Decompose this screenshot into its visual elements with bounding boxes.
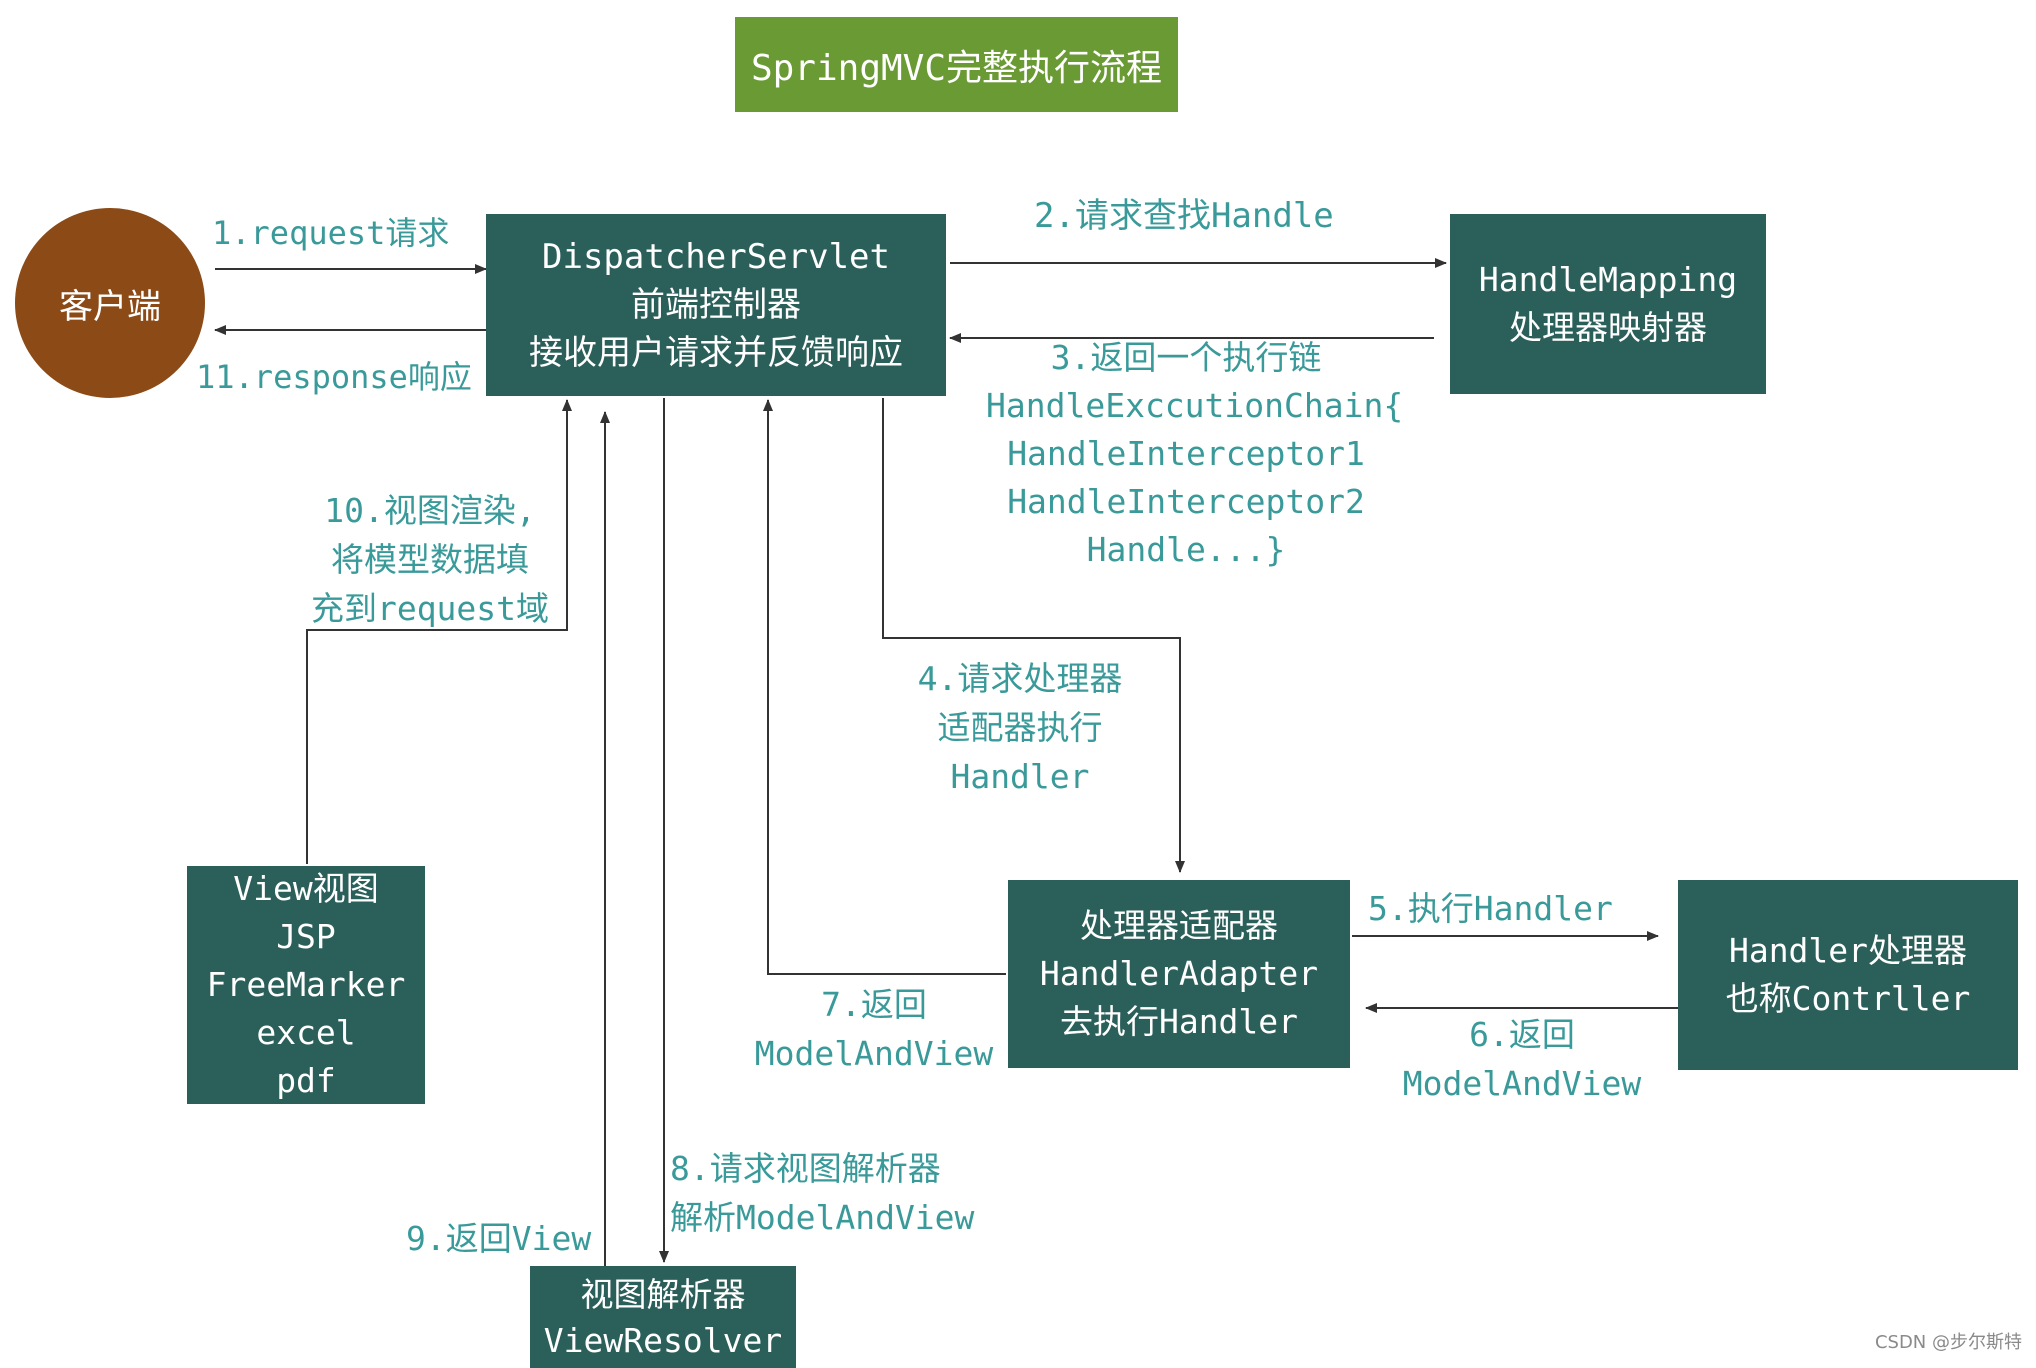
step-2-label: 2.请求查找Handle: [1034, 196, 1334, 236]
view-line-1: View视图: [233, 869, 379, 908]
step-6-line-1: 6.返回: [1469, 1015, 1575, 1054]
handler-adapter-line-3: 去执行Handler: [1059, 1002, 1299, 1041]
step-10-line-1: 10.视图渲染,: [324, 491, 536, 530]
step-10-line-2: 将模型数据填: [331, 540, 529, 579]
step-7-line-2: ModelAndView: [754, 1034, 994, 1073]
handler-adapter-line-2: HandlerAdapter: [1039, 954, 1319, 993]
handle-mapping-line-1: HandleMapping: [1478, 260, 1738, 299]
step-6-line-2: ModelAndView: [1402, 1064, 1642, 1103]
step-5-label: 5.执行Handler: [1368, 889, 1613, 928]
view-line-5: pdf: [276, 1061, 336, 1100]
step-3-line-2: HandleExccutionChain{: [986, 386, 1404, 425]
page-title: SpringMVC完整执行流程: [735, 17, 1178, 112]
step-8-line-1: 8.请求视图解析器: [670, 1149, 941, 1188]
handler-line-1: Handler处理器: [1728, 931, 1968, 970]
step-9-label: 9.返回View: [406, 1219, 592, 1258]
step-11-label: 11.response响应: [196, 358, 472, 396]
step-4-line-3: Handler: [950, 757, 1090, 796]
step-4-label: 4.请求处理器 适配器执行 Handler: [890, 654, 1150, 801]
step-8-line-2: 解析ModelAndView: [670, 1198, 975, 1237]
view-line-3: FreeMarker: [206, 965, 406, 1004]
view-line-4: excel: [256, 1013, 356, 1052]
step-1-label: 1.request请求: [212, 214, 450, 252]
handler-adapter-box: 处理器适配器 HandlerAdapter 去执行Handler: [1008, 880, 1350, 1068]
client-node: 客户端: [15, 208, 205, 398]
step-4-line-2: 适配器执行: [937, 708, 1103, 747]
arrow-render-view: [306, 399, 572, 864]
step-10-line-3: 充到request域: [310, 589, 550, 628]
step-4-line-1: 4.请求处理器: [917, 659, 1123, 698]
view-line-2: JSP: [276, 917, 336, 956]
dispatcher-line-2: 前端控制器: [631, 285, 801, 325]
dispatcher-line-3: 接收用户请求并反馈响应: [529, 333, 903, 373]
step-3-line-1: 3.返回一个执行链: [1050, 338, 1322, 377]
step-3-line-3: HandleInterceptor1: [1007, 434, 1365, 473]
view-resolver-line-2: ViewResolver: [543, 1321, 783, 1360]
arrow-request-adapter: [882, 398, 1185, 873]
dispatcher-line-1: DispatcherServlet: [542, 237, 890, 277]
handler-adapter-line-1: 处理器适配器: [1080, 906, 1278, 945]
step-3-line-5: Handle...}: [1086, 530, 1286, 569]
dispatcher-servlet-box: DispatcherServlet 前端控制器 接收用户请求并反馈响应: [486, 214, 946, 396]
step-7-line-1: 7.返回: [821, 985, 927, 1024]
watermark: CSDN @步尔斯特: [1874, 1332, 2022, 1353]
step-8-label: 8.请求视图解析器 解析ModelAndView: [670, 1144, 974, 1242]
step-10-label: 10.视图渲染, 将模型数据填 充到request域: [300, 486, 560, 633]
arrow-return-mav-7: [763, 399, 1006, 975]
step-3-label: 3.返回一个执行链 HandleExccutionChain{ HandleIn…: [986, 334, 1404, 574]
handle-mapping-line-2: 处理器映射器: [1509, 308, 1707, 347]
step-3-line-4: HandleInterceptor2: [1007, 482, 1365, 521]
step-6-label: 6.返回 ModelAndView: [1392, 1010, 1652, 1108]
step-7-label: 7.返回 ModelAndView: [744, 980, 1004, 1078]
view-resolver-line-1: 视图解析器: [580, 1275, 746, 1314]
view-box: View视图 JSP FreeMarker excel pdf: [187, 866, 425, 1104]
handler-box: Handler处理器 也称Contrller: [1678, 880, 2018, 1070]
handle-mapping-box: HandleMapping 处理器映射器: [1450, 214, 1766, 394]
view-resolver-box: 视图解析器 ViewResolver: [530, 1266, 796, 1368]
handler-line-2: 也称Contrller: [1725, 979, 1971, 1018]
